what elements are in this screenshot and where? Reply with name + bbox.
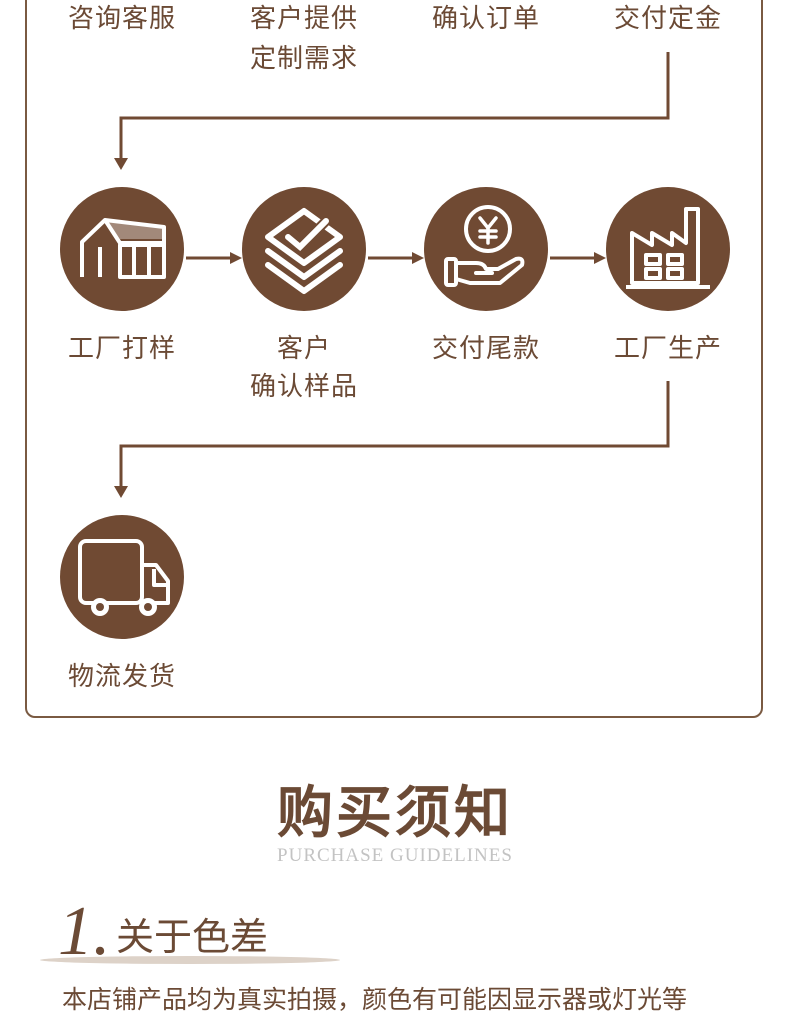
step-final-payment-label: 交付尾款: [431, 334, 540, 364]
factory-icon: [626, 207, 710, 289]
section-underline: [40, 956, 340, 964]
guidelines-title: 购买须知: [277, 780, 513, 846]
step-production-label: 工厂生产: [613, 334, 722, 364]
arrowhead-down-1: [114, 158, 128, 170]
step-confirm-sample-circle: [242, 187, 366, 311]
step-requirements-label: 客户提供: [249, 4, 358, 34]
connector-row1-row2: [119, 52, 670, 160]
process-connectors: [114, 52, 670, 498]
connector-row2-row3: [119, 381, 670, 488]
step-consult-label: 咨询客服: [67, 4, 176, 34]
section-title: 关于色差: [116, 915, 269, 959]
truck-icon: [78, 539, 170, 616]
step-shipping-label: 物流发货: [67, 662, 176, 692]
guidelines-subtitle: PURCHASE GUIDELINES: [277, 845, 513, 866]
factory-sample-icon: [80, 218, 166, 279]
step-confirm-sample-label-2: 确认样品: [249, 372, 358, 402]
step-confirm-order-label: 确认订单: [431, 4, 540, 34]
arrowhead-down-2: [114, 486, 128, 498]
section-body-text: 本店铺产品均为真实拍摄，颜色有可能因显示器或灯光等: [62, 985, 688, 1014]
step-sample-label: 工厂打样: [67, 334, 176, 364]
arrowhead-right-2: [412, 252, 424, 264]
step-sample-circle: [60, 187, 184, 311]
section-number: 1.: [58, 893, 111, 970]
step-requirements-label-2: 定制需求: [249, 44, 358, 74]
step-production-circle: [606, 187, 730, 311]
step-deposit-label: 交付定金: [613, 4, 722, 34]
layers-check-icon: [265, 208, 343, 294]
step-final-payment-circle: [424, 187, 548, 311]
section-color-difference-header: 1. 关于色差: [40, 892, 360, 972]
step-confirm-sample-label: 客户: [276, 334, 331, 364]
yuan-hand-icon: [444, 205, 525, 287]
arrowhead-right-3: [594, 252, 606, 264]
process-frame: [25, 0, 763, 718]
step-shipping-circle: [60, 515, 184, 639]
arrowhead-right-1: [230, 252, 242, 264]
